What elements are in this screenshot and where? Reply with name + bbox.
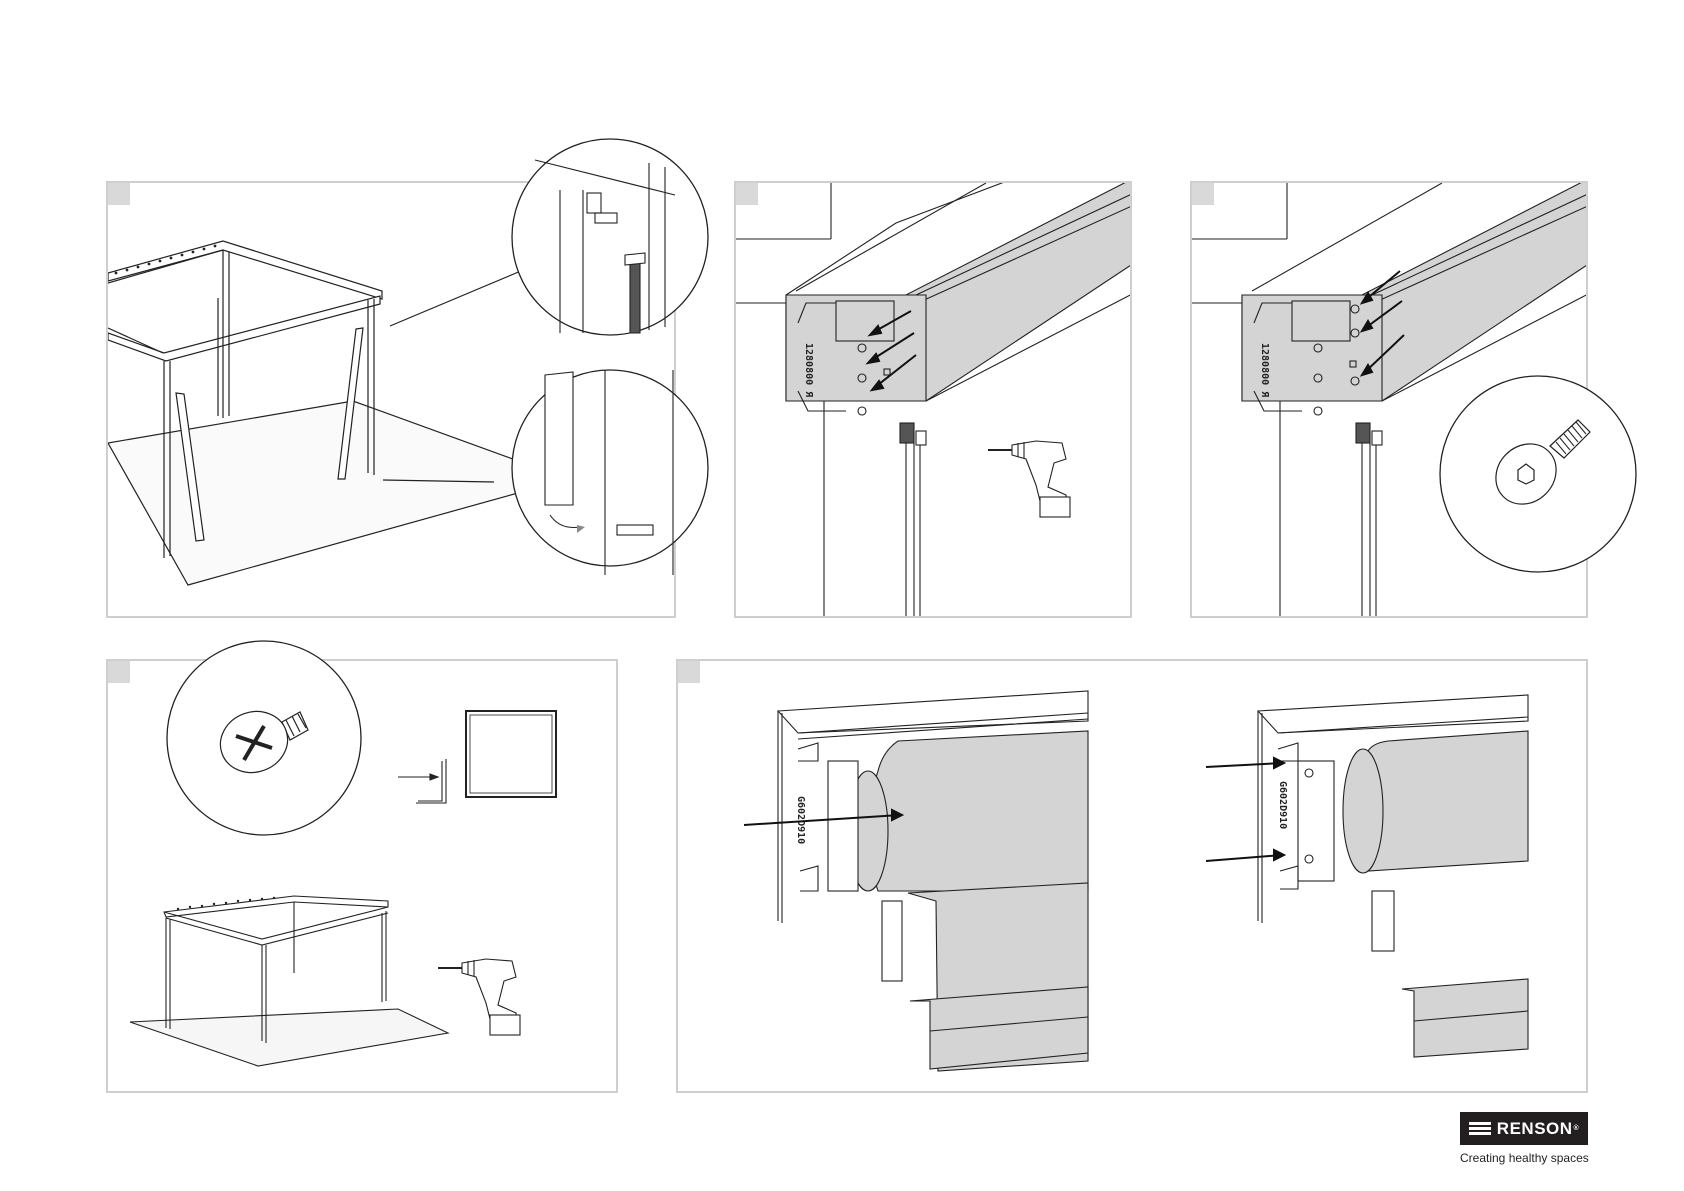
renson-logo: RENSON® [1460,1112,1588,1145]
zoom-circle-icon [512,139,708,335]
logo-mark-icon [1469,1122,1491,1136]
logo-text: RENSON [1497,1119,1573,1139]
detail-zoom-circles [505,135,715,575]
profile-code-label: 1280800 Я [803,343,814,397]
roller-installation-illustration: G602D910 G602D910 [678,661,1588,1093]
drill-icon [438,959,520,1035]
brand-block: RENSON® Creating healthy spaces [1460,1112,1588,1165]
countersunk-screw-detail [1438,374,1638,574]
pan-head-screw-detail [164,638,364,838]
zoom-circle-icon [512,370,708,566]
drill-icon [988,441,1070,517]
brand-tagline: Creating healthy spaces [1460,1151,1588,1165]
roller-code-label: G602D910 [795,796,806,844]
roller-code-label: G602D910 [1277,781,1288,829]
profile-code-label: 1280800 Я [1259,343,1270,397]
corner-profile-icon [398,711,556,803]
step-5-panel: G602D910 G602D910 [676,659,1588,1093]
step-2-panel: 1280800 Я [734,181,1132,618]
profile-drilling-illustration: 1280800 Я [736,183,1132,618]
arrow-icon [1206,758,1284,861]
